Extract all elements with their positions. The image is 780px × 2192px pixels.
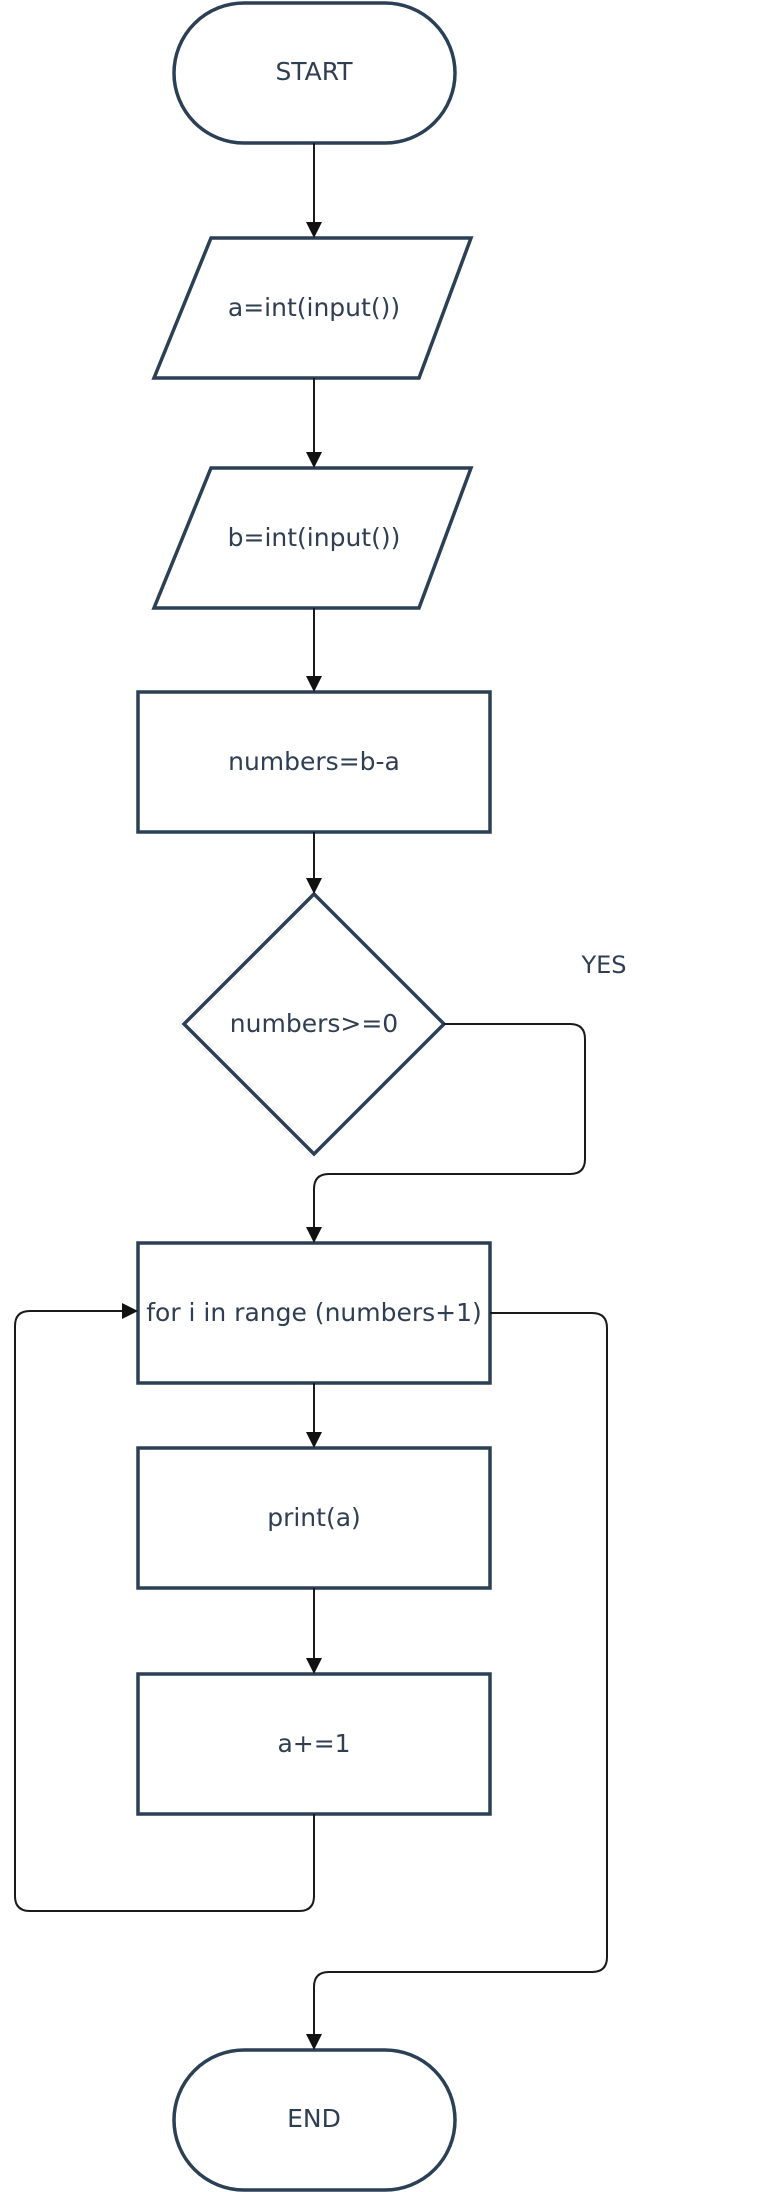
edge-decision-yes-to-loop (306, 1023, 586, 1243)
input-a-node: a=int(input()) (151, 236, 474, 380)
edge-input-a-to-input-b (306, 378, 322, 468)
input-b-label: b=int(input()) (228, 523, 401, 552)
edge-loop-to-print (306, 1383, 322, 1448)
edge-increment-back-to-loop (14, 1303, 315, 1912)
edge-numbers-to-decision (306, 832, 322, 894)
increment-node: a+=1 (136, 1672, 492, 1816)
numbers-node: numbers=b-a (136, 690, 492, 834)
increment-label: a+=1 (277, 1729, 350, 1758)
edge-start-to-input-a (306, 143, 322, 238)
print-label: print(a) (267, 1503, 361, 1532)
print-node: print(a) (136, 1446, 492, 1590)
end-label: END (287, 2104, 341, 2133)
edge-print-to-increment (306, 1588, 322, 1674)
start-node: START (172, 1, 457, 145)
decision-node: numbers>=0 (181, 891, 447, 1157)
start-label: START (275, 57, 353, 86)
edge-loop-exit-to-end (306, 1312, 608, 2050)
loop-node: for i in range (numbers+1) (136, 1241, 492, 1385)
input-b-node: b=int(input()) (151, 466, 474, 610)
numbers-label: numbers=b-a (228, 747, 400, 776)
decision-label: numbers>=0 (230, 1009, 398, 1038)
loop-label: for i in range (numbers+1) (146, 1298, 482, 1327)
edge-input-b-to-numbers (306, 608, 322, 692)
input-a-label: a=int(input()) (228, 293, 400, 322)
yes-label: YES (580, 951, 626, 979)
end-node: END (172, 2048, 457, 2192)
